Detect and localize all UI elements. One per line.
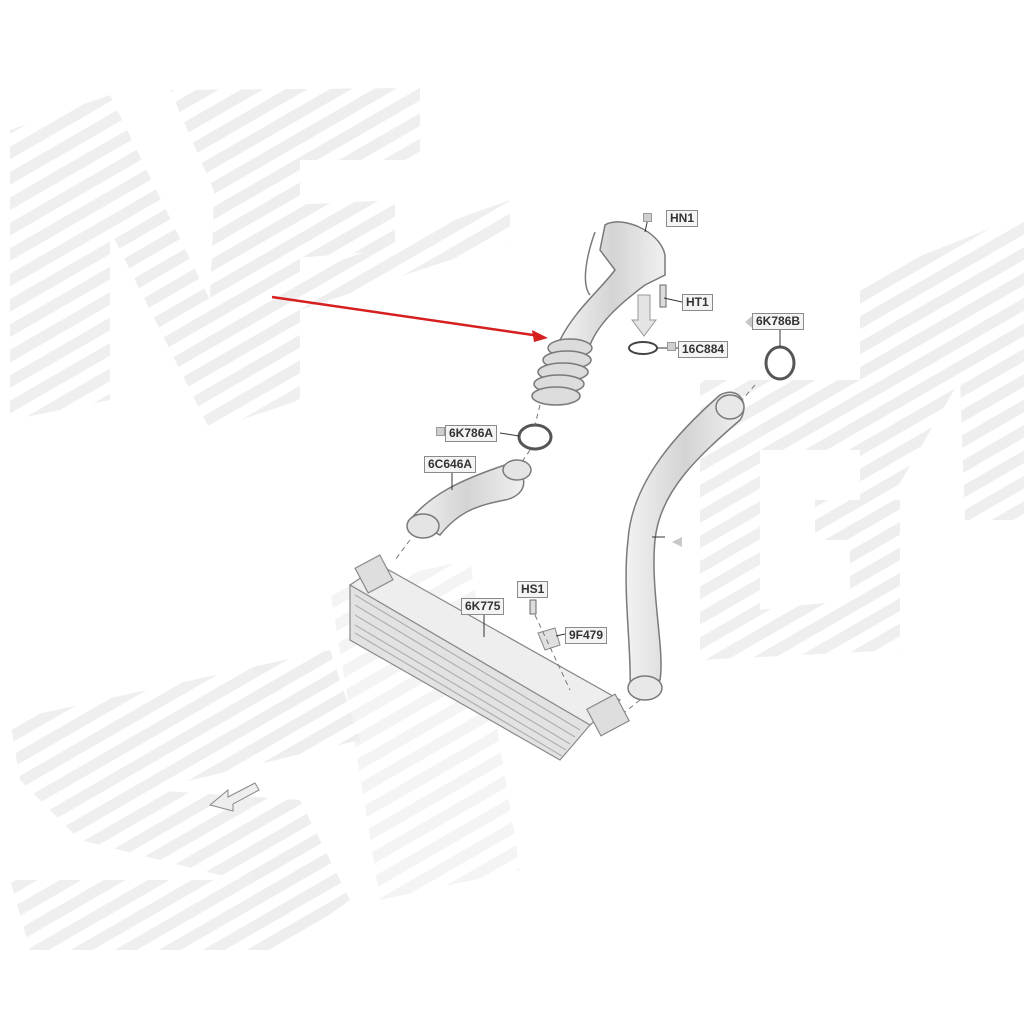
part-label-6k786b: 6K786B bbox=[752, 313, 805, 330]
marker-triangle bbox=[672, 537, 682, 547]
bolt-hs1 bbox=[529, 599, 537, 615]
bolt-ht1 bbox=[631, 284, 667, 337]
hose-6c646a bbox=[406, 459, 532, 539]
hose-right bbox=[625, 391, 745, 701]
part-label-6k786a: 6K786A bbox=[445, 425, 498, 442]
marker-triangle bbox=[745, 316, 752, 328]
label-pin-6k786a bbox=[436, 427, 445, 436]
bellows bbox=[531, 338, 593, 406]
assembly-lines bbox=[394, 384, 756, 713]
callout-arrow bbox=[271, 295, 548, 342]
o-ring-16c884 bbox=[628, 341, 658, 355]
part-label-6k775: 6K775 bbox=[461, 598, 505, 615]
watermark-letter-right-n bbox=[860, 215, 1024, 520]
part-label-9f479: 9F479 bbox=[565, 627, 608, 644]
part-label-6c646a: 6C646A bbox=[424, 456, 477, 473]
watermark-letter-e bbox=[170, 88, 510, 320]
label-pin-hn1 bbox=[643, 213, 652, 222]
intercooler-6k775 bbox=[348, 554, 630, 761]
part-label-hs1: HS1 bbox=[517, 581, 549, 598]
clamp-ring-6k786a bbox=[517, 423, 553, 451]
direction-arrow bbox=[208, 782, 260, 812]
watermark-letter-s bbox=[10, 650, 360, 950]
watermark-letter-g bbox=[700, 380, 900, 660]
upper-pipe bbox=[531, 221, 666, 406]
label-pin-16c884 bbox=[667, 342, 676, 351]
watermark bbox=[10, 88, 1024, 950]
part-label-ht1: HT1 bbox=[682, 294, 713, 311]
part-label-16c884: 16C884 bbox=[678, 341, 729, 358]
intercooler-fins bbox=[354, 594, 581, 757]
clamp-ring-6k786b bbox=[764, 345, 796, 381]
bracket-9f479 bbox=[537, 627, 561, 651]
part-label-hn1: HN1 bbox=[666, 210, 699, 227]
